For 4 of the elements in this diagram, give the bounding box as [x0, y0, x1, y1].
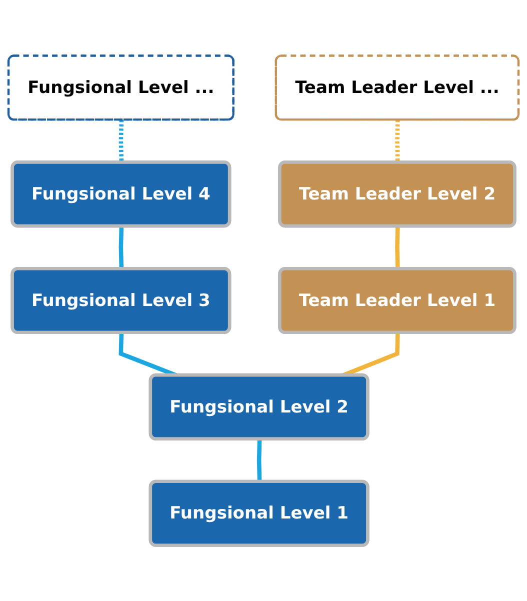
connector — [395, 226, 400, 270]
connector — [118, 120, 124, 163]
connector — [118, 226, 124, 270]
connector — [395, 120, 400, 163]
